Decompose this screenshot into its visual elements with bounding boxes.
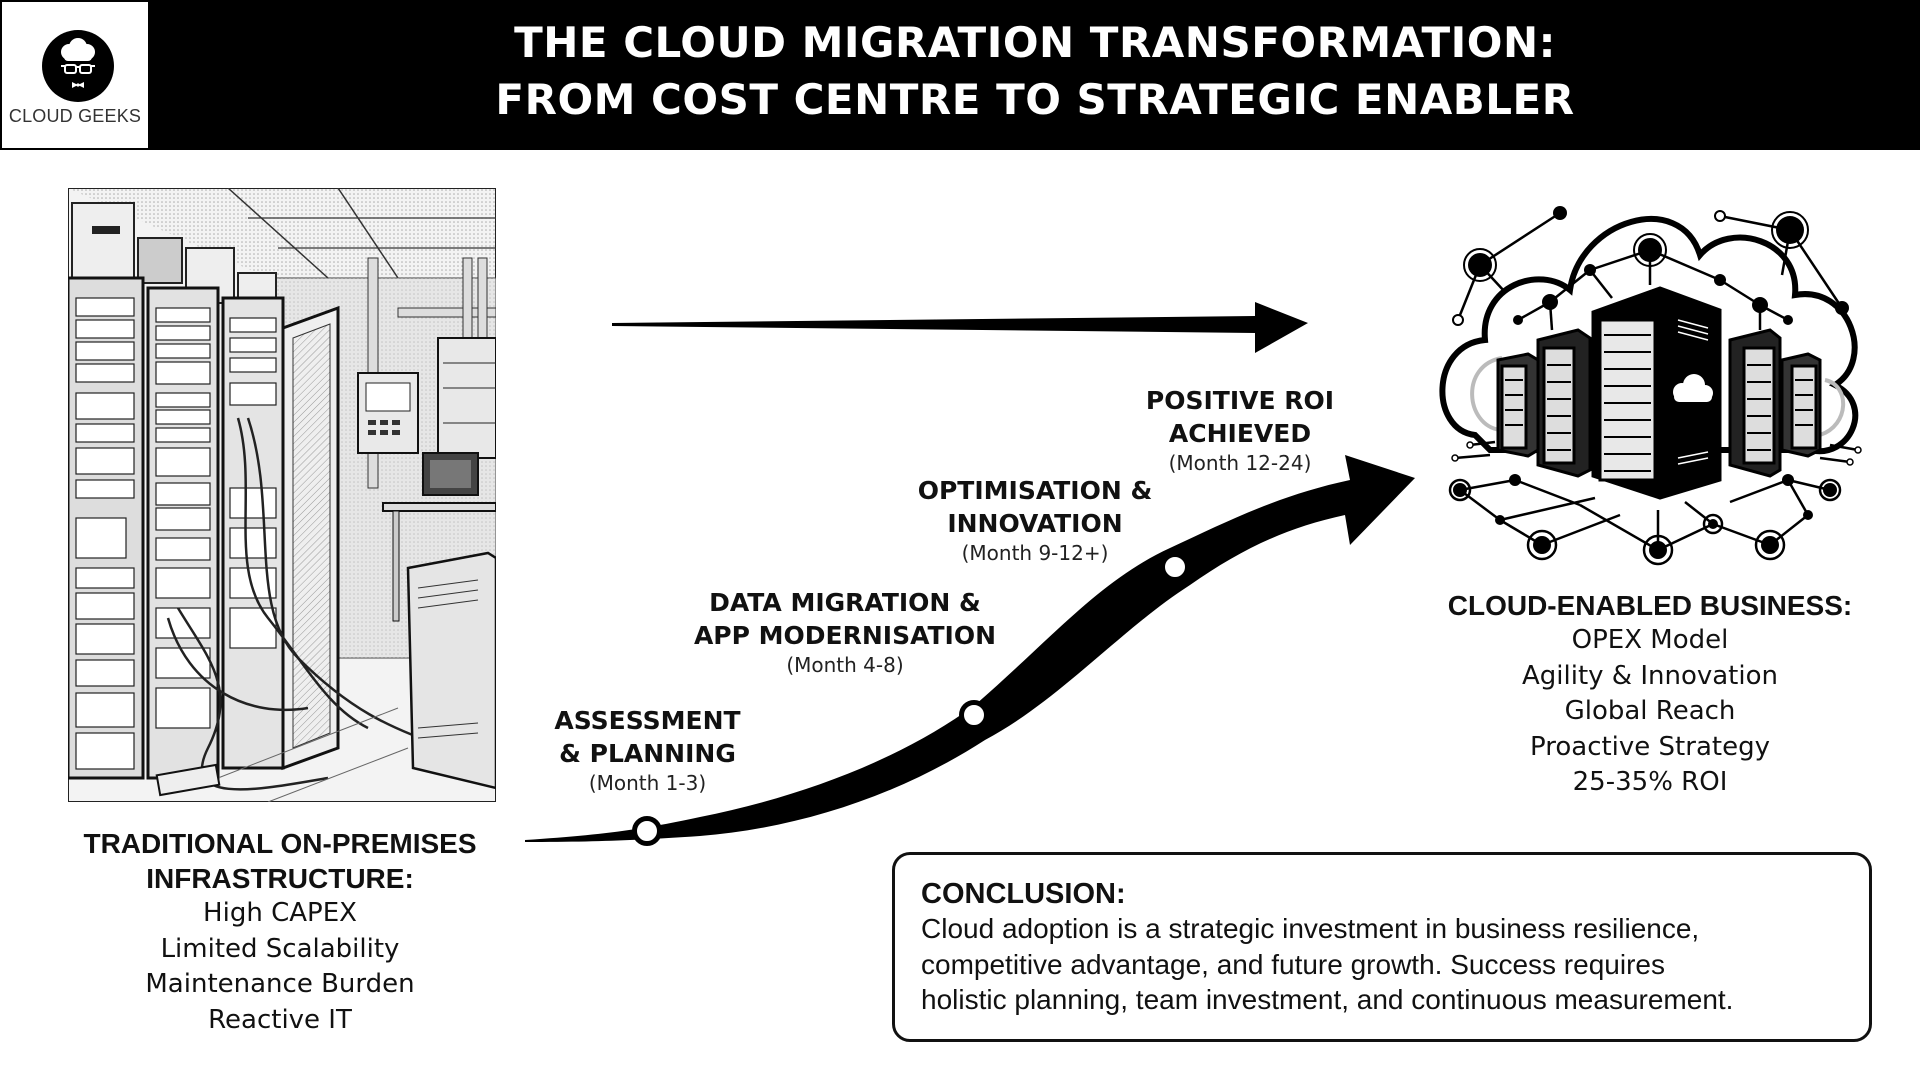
conclusion-body-line: competitive advantage, and future growth… [921,948,1665,980]
stage-1-marker [632,816,662,846]
on-premises-item: High CAPEX [203,898,357,928]
on-premises-title-line-2: INFRASTRUCTURE: [146,863,414,894]
conclusion-box: CONCLUSION: Cloud adoption is a strategi… [892,852,1872,1042]
cloud-enabled-title: CLOUD-ENABLED BUSINESS: [1447,590,1853,621]
cloud-enabled-item: Proactive Strategy [1530,731,1770,762]
stage-period: (Month 9-12+) [961,541,1109,565]
on-premises-item: Limited Scalability [160,933,400,964]
on-premises-summary: TRADITIONAL ON-PREMISES INFRASTRUCTURE: … [50,826,510,1038]
stage-title: INNOVATION [947,509,1123,538]
stage-positive-roi: POSITIVE ROI ACHIEVED (Month 12-24) [1120,384,1360,476]
stage-title: OPTIMISATION & [917,476,1153,505]
stage-title: POSITIVE ROI [1145,386,1335,415]
stage-period: (Month 1-3) [588,771,707,795]
stage-title: ACHIEVED [1168,419,1312,448]
conclusion-body-line: holistic planning, team investment, and … [921,984,1734,1015]
cloud-enabled-item: OPEX Model [1571,625,1729,655]
title-line-1: THE CLOUD MIGRATION TRANSFORMATION: [514,18,1556,67]
stage-title: ASSESSMENT [554,706,741,735]
page-title: THE CLOUD MIGRATION TRANSFORMATION: FROM… [150,14,1920,128]
brand-logo: CLOUD GEEKS [2,2,148,148]
on-premises-item: Maintenance Burden [145,969,415,999]
cloud-servers-illustration [1430,180,1870,570]
stage-2-marker [959,700,989,730]
stage-assessment-planning: ASSESSMENT & PLANNING (Month 1-3) [530,704,765,796]
stage-period: (Month 12-24) [1168,451,1312,475]
stage-period: (Month 4-8) [786,653,904,677]
on-premises-item: Reactive IT [208,1004,352,1035]
brand-name: CLOUD GEEKS [8,106,142,126]
title-line-2: FROM COST CENTRE TO STRATEGIC ENABLER [495,75,1575,124]
stage-title: APP MODERNISATION [693,621,997,650]
stage-3-marker [1160,552,1190,582]
conclusion-body-line: Cloud adoption is a strategic investment… [921,913,1700,944]
cloud-enabled-summary: CLOUD-ENABLED BUSINESS: OPEX Model Agili… [1400,588,1900,801]
stage-title: & PLANNING [559,739,736,768]
stage-data-migration: DATA MIGRATION & APP MODERNISATION (Mont… [680,586,1010,678]
cloud-geek-mascot-icon [42,30,114,102]
transformation-arrow-icon [612,302,1308,353]
stage-optimisation-innovation: OPTIMISATION & INNOVATION (Month 9-12+) [895,474,1175,566]
cloud-enabled-item: Global Reach [1564,696,1736,726]
cloud-enabled-item: Agility & Innovation [1521,660,1778,691]
stage-title: DATA MIGRATION & [709,588,981,617]
server-room-illustration [66,187,498,803]
conclusion-title: CONCLUSION: [921,878,1126,910]
cloud-enabled-item: 25-35% ROI [1572,767,1728,797]
header-banner: CLOUD GEEKS THE CLOUD MIGRATION TRANSFOR… [0,0,1920,150]
on-premises-title-line-1: TRADITIONAL ON-PREMISES [83,828,477,859]
